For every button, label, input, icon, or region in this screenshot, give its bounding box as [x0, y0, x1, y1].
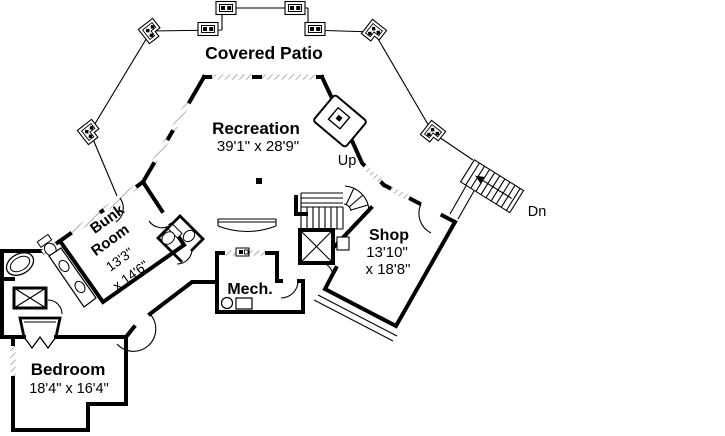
labels: Covered Patio Recreation 39'1" x 28'9" B… [29, 43, 546, 397]
deck-edge [313, 294, 398, 342]
bedroom-closet [18, 316, 62, 350]
bifold-door [23, 335, 57, 350]
patio-corner-post-icon [360, 18, 388, 42]
patio-label: Covered Patio [205, 43, 323, 63]
room-label-recreation: Recreation [212, 119, 300, 138]
patio-posts [76, 0, 447, 146]
room-label-mech: Mech. [227, 281, 272, 298]
room-dims-bedroom: 18'4" x 16'4" [29, 381, 109, 397]
patio-corner-post-icon [76, 118, 100, 146]
sink-icon [74, 280, 86, 294]
patio-corner-post-icon [137, 17, 161, 45]
main-bathroom [5, 233, 97, 308]
patio-corner-post-icon [419, 119, 447, 143]
patio-post-icon [284, 0, 306, 16]
sink-icon [58, 259, 70, 273]
fireplace [313, 94, 367, 148]
room-label-bedroom: Bedroom [31, 360, 106, 379]
chute-box [336, 236, 350, 251]
stairs-down-label: Dn [528, 204, 547, 220]
sink-icon [182, 229, 196, 243]
water-heater [220, 296, 234, 310]
linen-closet [12, 286, 48, 310]
furnace [235, 297, 253, 310]
bathtub-icon [5, 252, 35, 276]
toilet-icon [161, 223, 183, 245]
door-swings [47, 197, 432, 352]
stairs-down [449, 159, 525, 220]
room-label-shop: Shop [369, 227, 409, 244]
mech-equipment [220, 296, 253, 310]
pass-through-sink [235, 247, 250, 257]
room-dims-shop-line2: x 18'8" [366, 261, 411, 278]
patio-post-icon [215, 0, 237, 16]
small-bathroom [156, 214, 205, 263]
patio-post-icon [304, 21, 326, 37]
patio-post-icon [197, 21, 219, 37]
stairs-up-label: Up [338, 153, 357, 169]
stairs-up [300, 185, 370, 230]
structural-post [256, 178, 262, 184]
room-dims-shop-line1: 13'10" [366, 244, 408, 261]
patio-outline [89, 7, 474, 197]
bar-counter [217, 218, 277, 233]
room-dims-recreation: 39'1" x 28'9" [217, 138, 299, 155]
